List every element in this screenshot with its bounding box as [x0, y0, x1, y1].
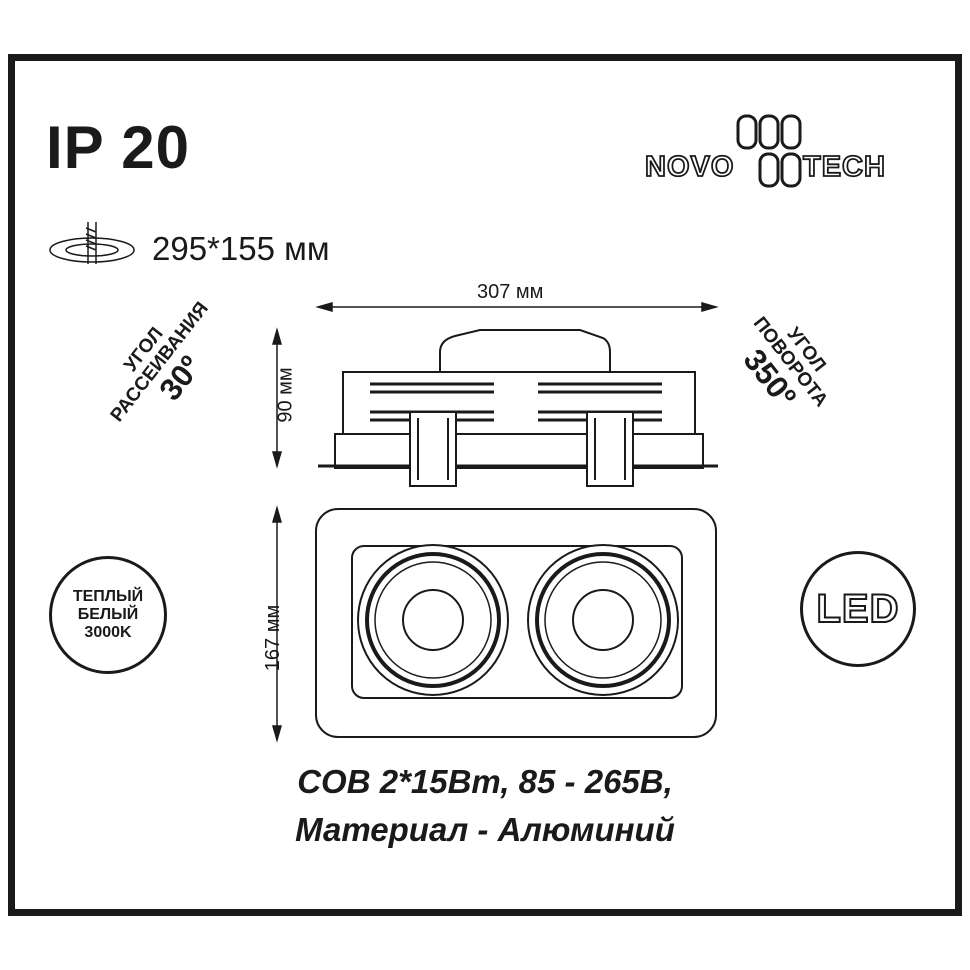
novotech-logo: NOVO TECH [644, 114, 886, 188]
width-label: 167 мм [262, 604, 285, 672]
color-temp-line-1: ТЕПЛЫЙ [72, 588, 144, 606]
fixture-front-view [315, 508, 717, 738]
svg-text:NOVO: NOVO [645, 151, 734, 183]
color-temp-line-3: 3000K [84, 623, 132, 641]
color-temperature-badge: ТЕПЛЫЙ БЕЛЫЙ 3000K [49, 556, 167, 674]
svg-text:TECH: TECH [803, 151, 886, 183]
spec-power-voltage: COB 2*15Вт, 85 - 265В, [297, 763, 673, 800]
dimension-height-arrow [272, 327, 282, 469]
spec-material: Материал - Алюминий [295, 811, 675, 848]
dimension-width-arrow [272, 505, 282, 743]
led-text: LED [816, 586, 900, 632]
border-frame [8, 54, 962, 916]
length-label: 307 мм [477, 281, 544, 303]
color-temp-line-2: БЕЛЫЙ [77, 606, 139, 624]
dimension-length-arrow [315, 302, 719, 312]
ip-rating: IP 20 [46, 114, 191, 181]
height-label: 90 мм [274, 367, 297, 423]
cutout-size: 295*155 мм [152, 230, 330, 267]
ceiling-cutout-icon [49, 222, 135, 264]
fixture-side-view [318, 329, 718, 487]
led-badge: LED [800, 551, 916, 667]
